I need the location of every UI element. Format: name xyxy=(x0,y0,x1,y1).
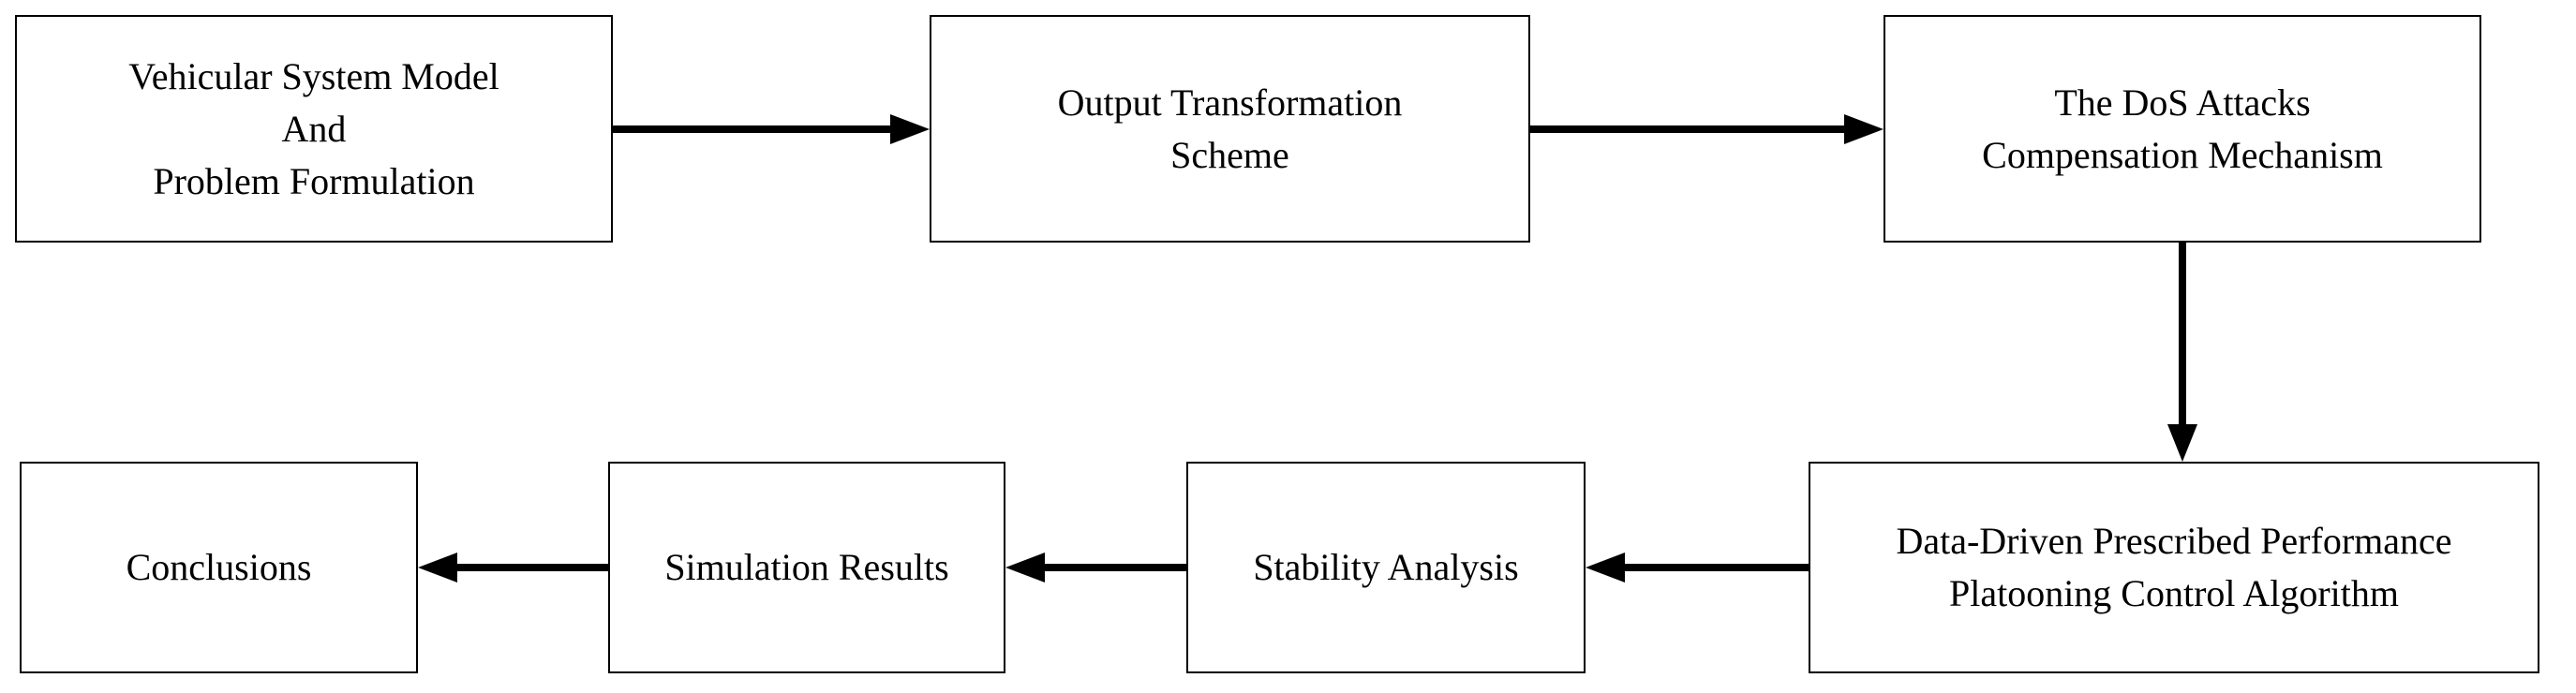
arrow-head-left-icon xyxy=(1005,553,1045,582)
arrow-head-right-icon xyxy=(1844,114,1884,144)
arrow-shaft xyxy=(455,564,608,571)
arrow-shaft xyxy=(1623,564,1809,571)
box-stability-analysis: Stability Analysis xyxy=(1186,462,1586,673)
box-simulation-results-label: Simulation Results xyxy=(664,546,949,588)
arrow-head-left-icon xyxy=(1586,553,1625,582)
box-output-transformation-scheme: Output Transformation Scheme xyxy=(930,15,1530,243)
box-platooning-control-algorithm-label: Data-Driven Prescribed Performance Plato… xyxy=(1896,520,2452,614)
box-vehicular-system-model-label: Vehicular System Model And Problem Formu… xyxy=(128,54,499,202)
arrow-head-down-icon xyxy=(2167,424,2197,462)
arrow-shaft xyxy=(613,125,892,133)
box-platooning-control-algorithm: Data-Driven Prescribed Performance Plato… xyxy=(1809,462,2539,673)
box-conclusions-label: Conclusions xyxy=(126,546,312,588)
box-dos-attacks-compensation-label: The DoS Attacks Compensation Mechanism xyxy=(1982,81,2383,176)
arrow-head-right-icon xyxy=(890,114,930,144)
box-simulation-results: Simulation Results xyxy=(608,462,1005,673)
arrow-shaft xyxy=(1043,564,1186,571)
arrow-head-left-icon xyxy=(418,553,457,582)
box-vehicular-system-model: Vehicular System Model And Problem Formu… xyxy=(15,15,613,243)
box-conclusions: Conclusions xyxy=(20,462,418,673)
arrow-shaft xyxy=(2179,241,2186,428)
box-stability-analysis-label: Stability Analysis xyxy=(1253,546,1519,588)
box-dos-attacks-compensation: The DoS Attacks Compensation Mechanism xyxy=(1884,15,2481,243)
box-output-transformation-scheme-label: Output Transformation Scheme xyxy=(1057,81,1403,176)
arrow-shaft xyxy=(1528,125,1846,133)
